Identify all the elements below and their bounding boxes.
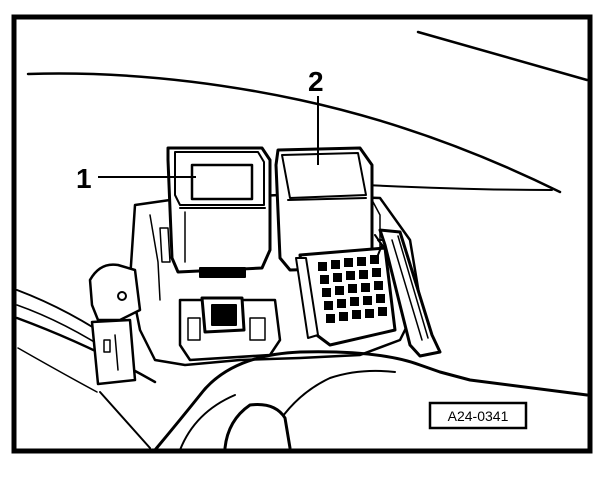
figure-code-box — [428, 401, 528, 430]
callout-label-2: 2 — [308, 66, 324, 97]
callout-label-1: 1 — [76, 163, 92, 194]
connector-pins — [318, 255, 387, 323]
figure-code: A24-0341 — [448, 408, 509, 424]
leader-lines — [98, 96, 319, 178]
drawing-lines — [15, 30, 589, 452]
figure-frame — [11, 14, 593, 454]
